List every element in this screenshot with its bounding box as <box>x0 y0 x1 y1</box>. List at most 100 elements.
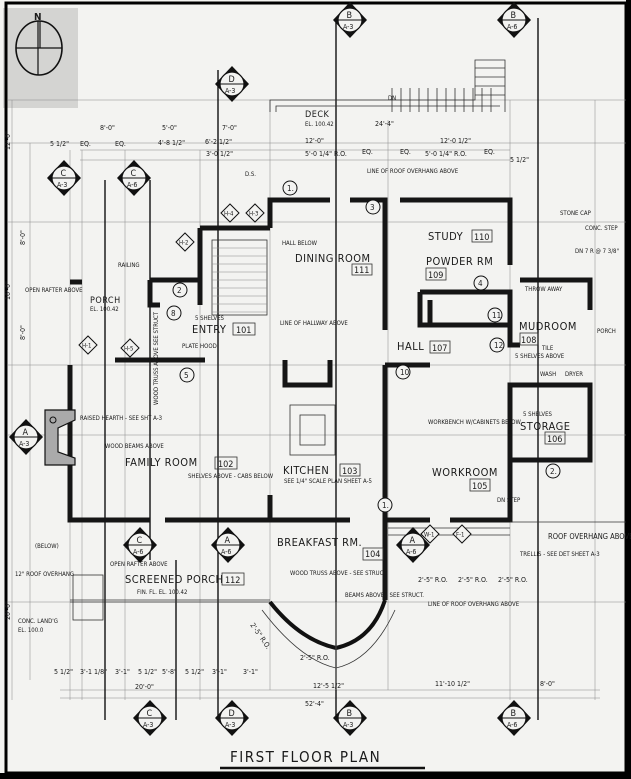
window-tag: H-1 <box>78 335 98 355</box>
marker-letter: C <box>61 169 67 179</box>
room-breakfast: BREAKFAST RM.104 <box>277 536 384 561</box>
kitchen-counter <box>289 404 336 456</box>
notes-hall-below: HALL BELOW <box>282 240 318 247</box>
rooms-11-name: SCREENED PORCH <box>125 573 223 586</box>
notes-railing: RAILING <box>118 262 140 269</box>
rooms-2-name: KITCHEN <box>283 464 329 477</box>
kitchen-island <box>299 414 326 446</box>
dimensions-top-sub-7: EQ. <box>362 148 373 156</box>
door-tag: 4 <box>473 275 489 291</box>
svg-text:10: 10 <box>400 368 410 377</box>
dimensions-top-5: 24'-4" <box>375 120 394 128</box>
svg-text:H-5: H-5 <box>124 346 133 353</box>
window-tag: H-3 <box>245 203 265 223</box>
dimensions-top-sub-4: 6'-2 1/2" <box>205 138 232 146</box>
dimensions-bottom-5: 5 1/2" <box>185 668 204 676</box>
notes-deck: DECK <box>305 110 330 120</box>
marker-sheet: A-3 <box>57 181 67 189</box>
notes-roof-overhang-12: 12" ROOF OVERHANG <box>15 571 74 578</box>
notes-roof-overhang-bay: LINE OF ROOF OVERHANG ABOVE <box>428 601 520 608</box>
notes-porch-east: PORCH <box>597 328 616 335</box>
notes-conc-step: CONC. STEP <box>585 225 618 232</box>
section-marker-b-a-3: BA-3 <box>333 2 367 38</box>
svg-text:H-2: H-2 <box>179 240 188 247</box>
window-tag: H-2 <box>175 232 195 252</box>
rooms-4-number: 105 <box>472 482 487 492</box>
dimensions-top-sub-1: EQ. <box>80 140 91 148</box>
notes-ds: D.S. <box>245 171 256 178</box>
window-tag: F-1 <box>452 524 472 544</box>
door-tag: 1. <box>377 497 393 513</box>
rooms-11-number: 112 <box>225 576 240 586</box>
marker-letter: C <box>137 536 143 546</box>
notes-dryer: DRYER <box>565 371 583 378</box>
section-marker-a-a-6: A A-6 <box>211 527 245 563</box>
marker-sheet: A-3 <box>343 721 353 729</box>
marker-sheet: A-6 <box>507 721 517 729</box>
section-marker-a-a-6: A A-6 <box>396 527 430 563</box>
dimensions-bottom-totals-0: 20'-0" <box>135 683 154 691</box>
notes-stone-cap: STONE CAP <box>560 210 592 217</box>
door-tag: 5 <box>179 367 195 383</box>
dimensions-top-sub-6: 5'-0 1/4" R.O. <box>305 150 347 158</box>
section-marker-b-a-6: BA-6 <box>497 2 531 38</box>
marker-sheet: A-6 <box>406 548 416 556</box>
notes-wood-beams: WOOD BEAMS ABOVE <box>105 443 164 450</box>
rooms-1-number: 102 <box>218 460 233 470</box>
notes-deck-el: EL. 100.42 <box>305 121 334 128</box>
construction-lines <box>8 99 626 700</box>
door-tag: 2 <box>172 282 188 298</box>
marker-letter: A <box>410 536 416 546</box>
dimensions-top-1: 5'-0" <box>162 124 177 132</box>
notes-five-shelves-entry: 5 SHELVES <box>195 315 224 322</box>
rooms-8-number: 109 <box>428 271 443 281</box>
notes-raised-hearth: RAISED HEARTH - SEE SHT A-3 <box>80 415 162 422</box>
roof-overhang-east-note: ROOF OVERHANG ABOVE <box>548 532 631 541</box>
dimensions-bottom-4: 5'-8" <box>162 668 177 676</box>
rooms-6-name: HALL <box>397 340 424 353</box>
rooms-10-number: 111 <box>354 266 369 276</box>
svg-text:H-1: H-1 <box>82 343 91 350</box>
notes-conc-landing: CONC. LAND'G <box>18 618 58 625</box>
notes-porch-el: EL. 100.42 <box>90 306 119 313</box>
dimensions: 8'-0" 5'-0" 7'-0" 12'-0" 12'-0 1/2" 24'-… <box>4 120 555 708</box>
section-marker-c-a-3: CA-3 <box>133 700 167 736</box>
rooms-0-number: 101 <box>236 326 251 336</box>
dimensions-top-4: 12'-0 1/2" <box>440 137 471 145</box>
dimensions-ro-2: 2'-5" R.O. <box>498 576 528 584</box>
dimensions-bottom-totals-1: 12'-5 1/2" <box>313 682 344 690</box>
notes-shelves-above: 5 SHELVES ABOVE <box>515 353 565 360</box>
section-marker-d-a-3: DA-3 <box>215 66 249 102</box>
dimensions-bottom-totals-4: 8'-0" <box>540 680 555 688</box>
marker-letter: B <box>511 11 517 21</box>
section-marker-d-a-3: DA-3 <box>215 700 249 736</box>
dimensions-left-0: 12'-0" <box>4 131 12 150</box>
window-tag: H-5 <box>120 338 140 358</box>
dimensions-left-4: 20'-0" <box>4 601 12 620</box>
dimensions-left-3: 8'-0" <box>19 325 27 340</box>
rooms-5-name: STORAGE <box>520 420 571 433</box>
rooms-4-name: WORKROOM <box>432 466 498 479</box>
notes-shelves-cabs: SHELVES ABOVE - CABS BELOW <box>188 473 274 480</box>
marker-letter: B <box>511 709 517 719</box>
notes-tile: TILE <box>541 345 554 352</box>
svg-text:12: 12 <box>494 341 503 350</box>
dimensions-top-0: 8'-0" <box>100 124 115 132</box>
svg-text:H-4: H-4 <box>224 211 234 218</box>
window-tag: W-1 <box>420 524 440 544</box>
notes-throw-away: THROW AWAY <box>524 286 563 293</box>
door-tag: 11 <box>487 307 503 323</box>
notes-dn-step: DN STEP <box>497 497 521 504</box>
dimensions-bottom-6: 3'-1" <box>212 668 227 676</box>
notes-wood-truss-bay: WOOD TRUSS ABOVE - SEE STRUCT <box>290 570 387 577</box>
marker-sheet: A-3 <box>343 23 353 31</box>
marker-sheet: A-6 <box>221 548 231 556</box>
marker-letter: A <box>225 536 231 546</box>
rooms-3-name: BREAKFAST RM. <box>277 536 362 549</box>
deck <box>269 59 506 112</box>
